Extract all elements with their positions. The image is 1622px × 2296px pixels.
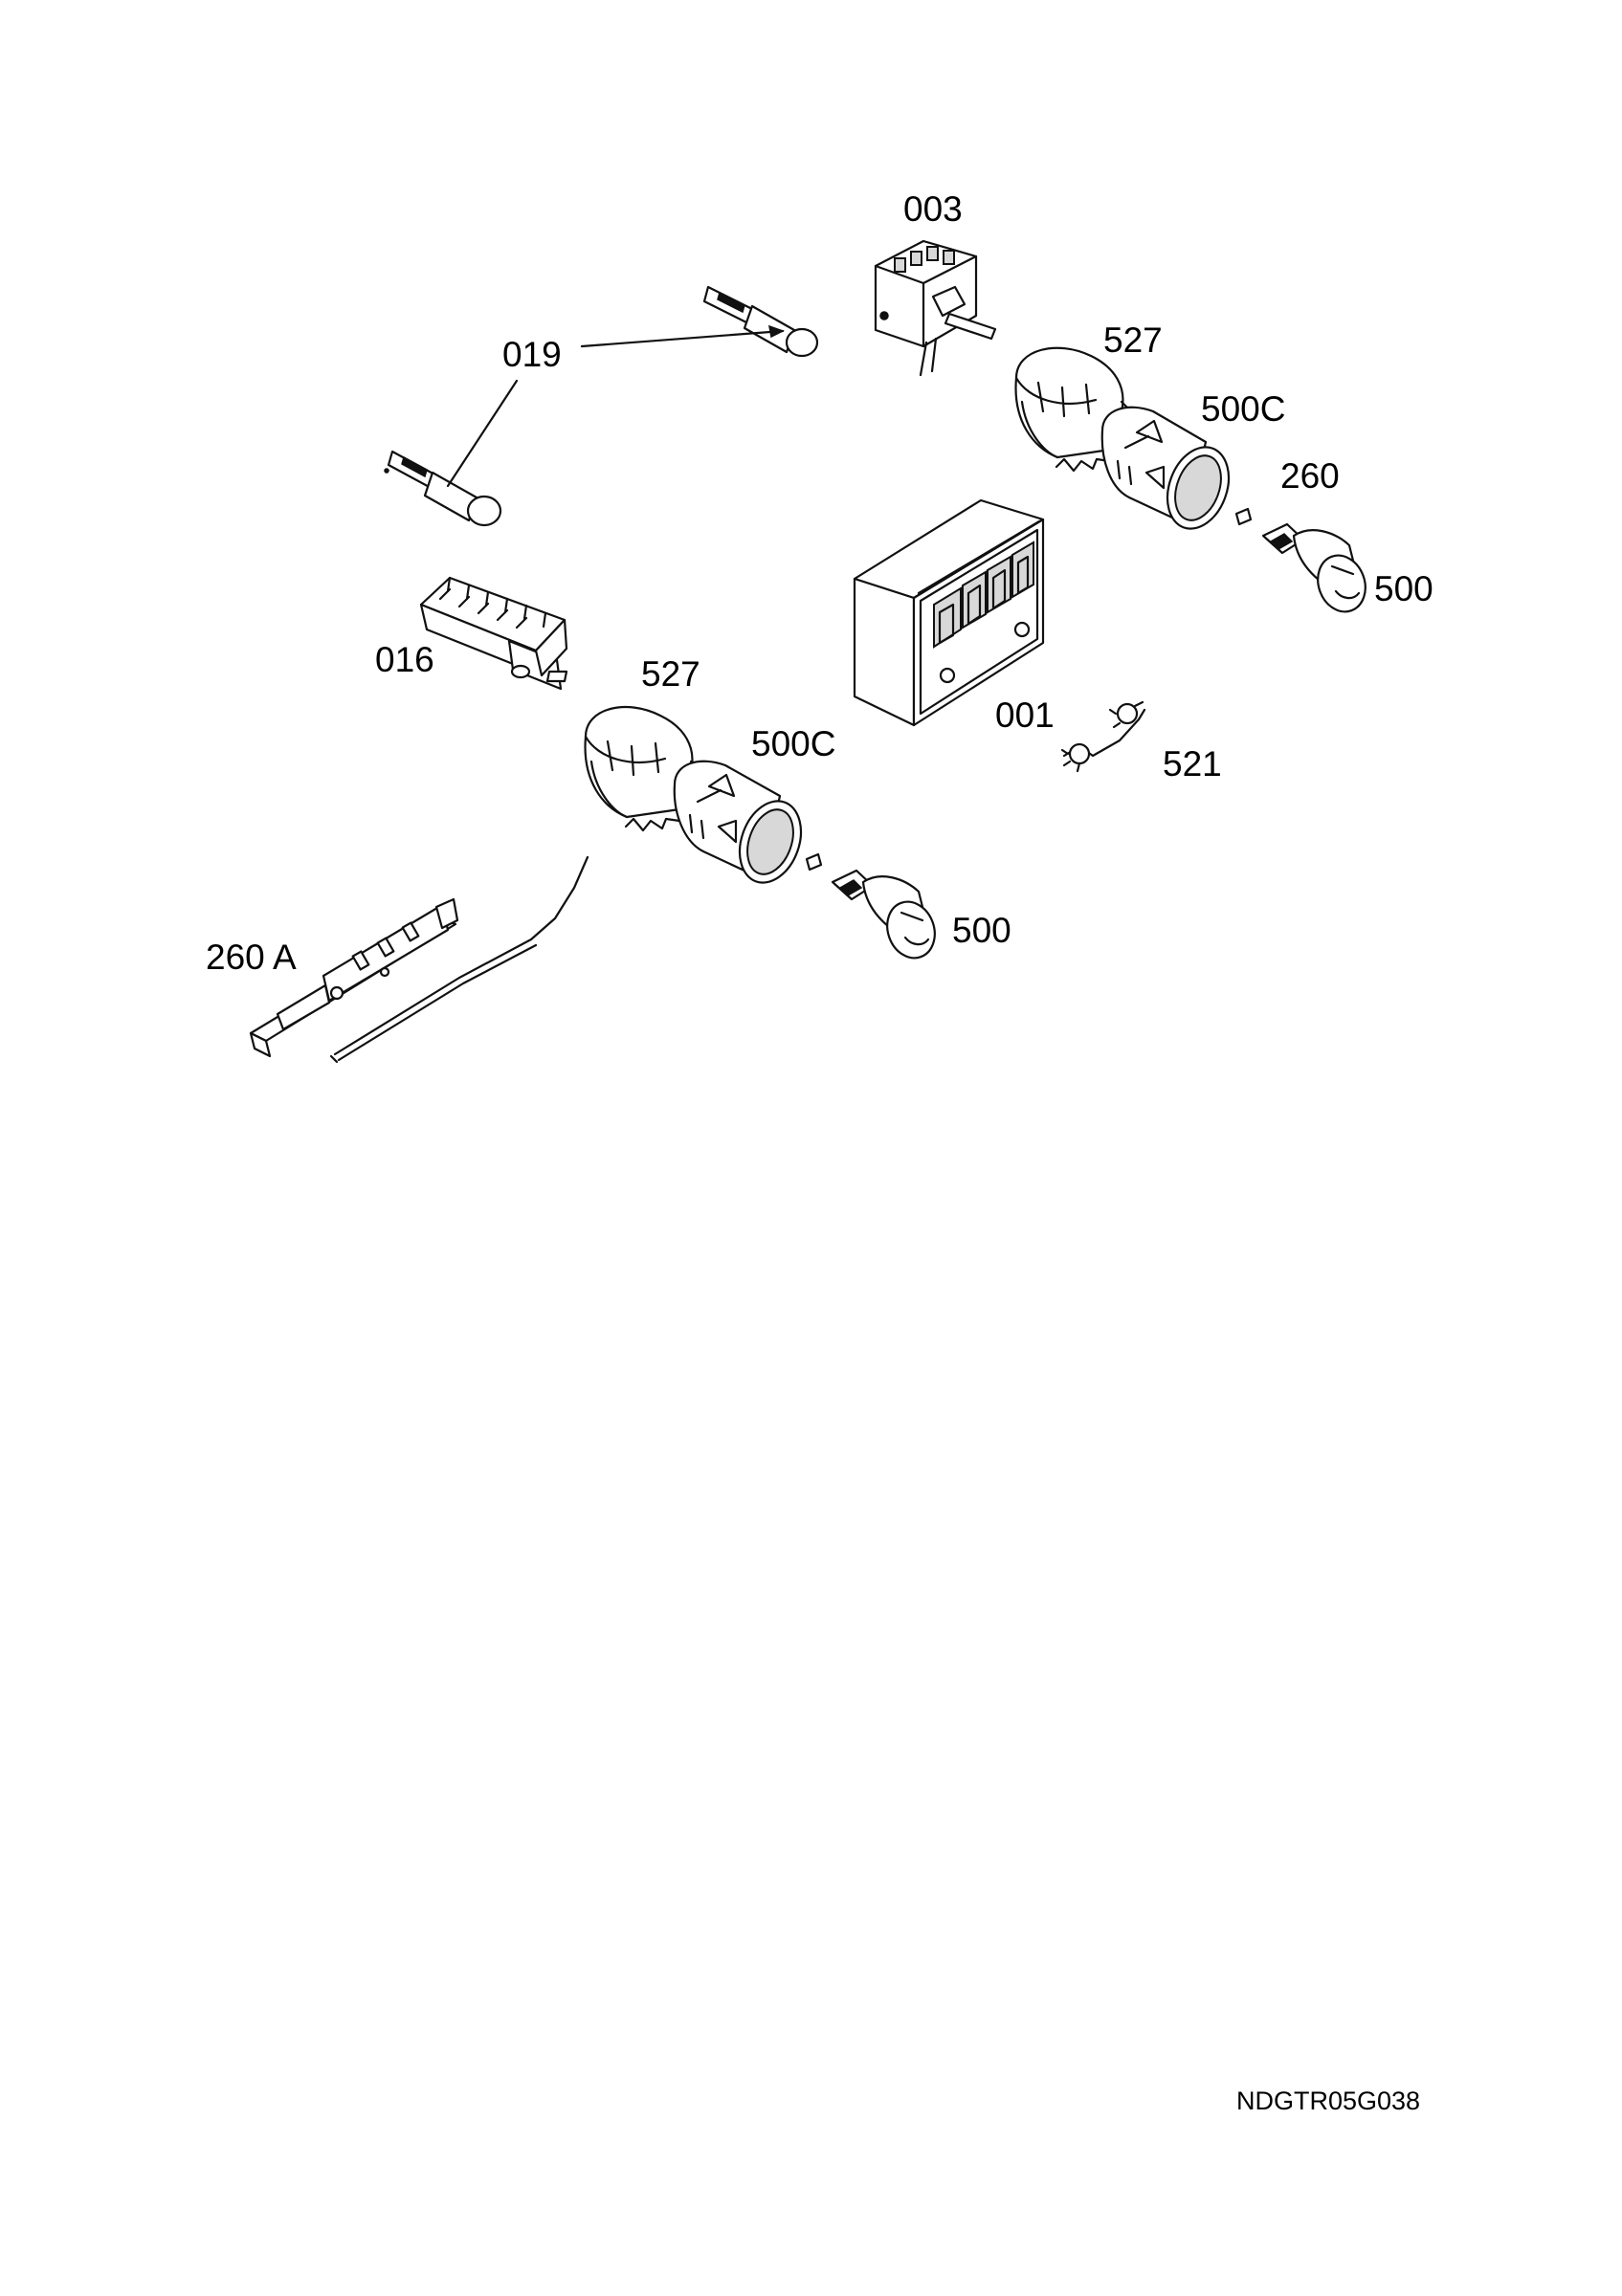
drawing-code: NDGTR05G038 [1236,2086,1420,2115]
part-001-timer-display [853,498,1045,727]
label-001: 001 [995,695,1055,735]
leader-019-arrow [768,324,785,339]
label-500-top: 500 [1374,569,1433,608]
part-016-selector-switch [419,576,568,691]
part-527-bezel-upper [1014,346,1131,473]
part-019-lamp-upper [702,285,819,358]
label-260: 260 [1280,456,1340,496]
label-527-low: 527 [641,654,700,694]
part-500c-sleeve-upper [1100,406,1231,530]
part-500c-sleeve-lower [673,760,803,884]
label-003: 003 [903,189,963,229]
label-521: 521 [1163,744,1222,784]
part-260a-bracket [249,897,459,1058]
label-500-low: 500 [952,911,1011,950]
part-003-switch [874,239,997,377]
part-521-bulbs [1060,700,1146,773]
label-527-top: 527 [1103,320,1163,360]
label-500c-low: 500C [751,724,835,763]
part-260-clip-upper [1234,507,1253,526]
leader-019-upper [580,329,785,348]
part-260-clip-lower [805,852,823,872]
part-019-lamp-lower [384,450,502,527]
part-500-knob-upper [1261,522,1366,613]
part-500-knob-lower [831,869,936,960]
label-019: 019 [502,335,562,374]
leader-019-lower [446,379,519,488]
label-500c-top: 500C [1201,389,1285,429]
label-016: 016 [375,640,434,679]
label-260a: 260 A [206,938,297,977]
part-260a-probe-wire [329,855,589,1064]
